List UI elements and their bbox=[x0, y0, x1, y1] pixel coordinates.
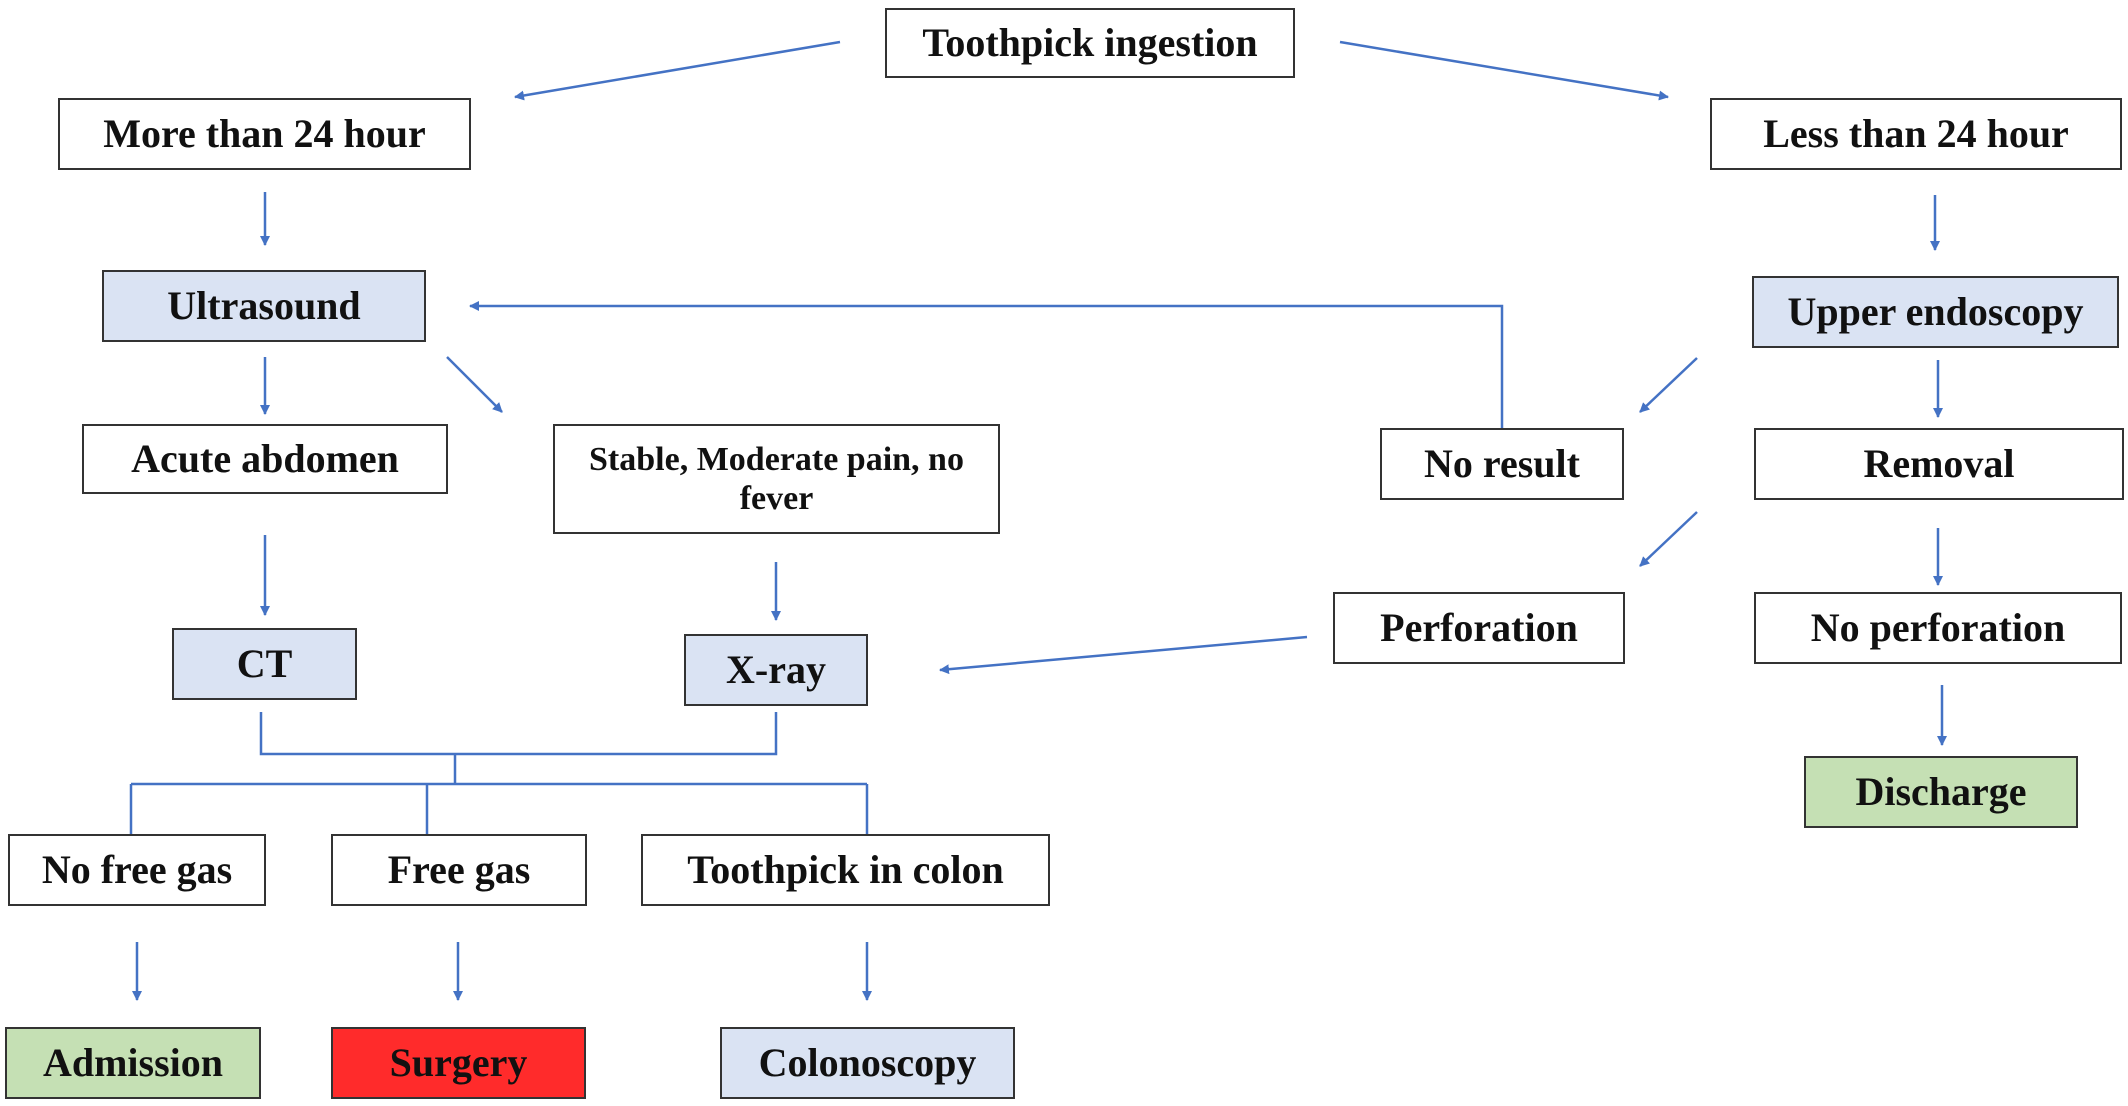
arrow-ingestion-to-more-than-24 bbox=[514, 40, 841, 101]
node-no-free-gas: No free gas bbox=[8, 834, 266, 906]
arrow-ingestion-to-less-than-24 bbox=[1339, 40, 1669, 101]
node-colonoscopy: Colonoscopy bbox=[720, 1027, 1015, 1099]
node-toothpick-ingestion: Toothpick ingestion bbox=[885, 8, 1295, 78]
node-less-than-24-hour: Less than 24 hour bbox=[1710, 98, 2122, 170]
node-perforation: Perforation bbox=[1333, 592, 1625, 664]
arrow-ultrasound-to-stable bbox=[446, 356, 503, 413]
node-x-ray: X-ray bbox=[684, 634, 868, 706]
node-admission: Admission bbox=[5, 1027, 261, 1099]
node-stable-moderate-pain: Stable, Moderate pain, no fever bbox=[553, 424, 1000, 534]
node-toothpick-in-colon: Toothpick in colon bbox=[641, 834, 1050, 906]
node-ultrasound: Ultrasound bbox=[102, 270, 426, 342]
node-ct: CT bbox=[172, 628, 357, 700]
node-no-perforation: No perforation bbox=[1754, 592, 2122, 664]
connector-ct-xray-merge bbox=[259, 712, 778, 756]
node-upper-endoscopy: Upper endoscopy bbox=[1752, 276, 2119, 348]
arrow-endoscopy-to-no-result bbox=[1639, 357, 1698, 413]
node-free-gas: Free gas bbox=[331, 834, 587, 906]
arrow-perforation-to-xray bbox=[939, 635, 1308, 675]
node-surgery: Surgery bbox=[331, 1027, 586, 1099]
node-more-than-24-hour: More than 24 hour bbox=[58, 98, 471, 170]
node-no-result: No result bbox=[1380, 428, 1624, 500]
node-removal: Removal bbox=[1754, 428, 2124, 500]
node-acute-abdomen: Acute abdomen bbox=[82, 424, 448, 494]
arrow-no-result-to-ultrasound bbox=[469, 301, 1504, 428]
node-discharge: Discharge bbox=[1804, 756, 2078, 828]
arrow-removal-to-perforation bbox=[1639, 511, 1698, 567]
